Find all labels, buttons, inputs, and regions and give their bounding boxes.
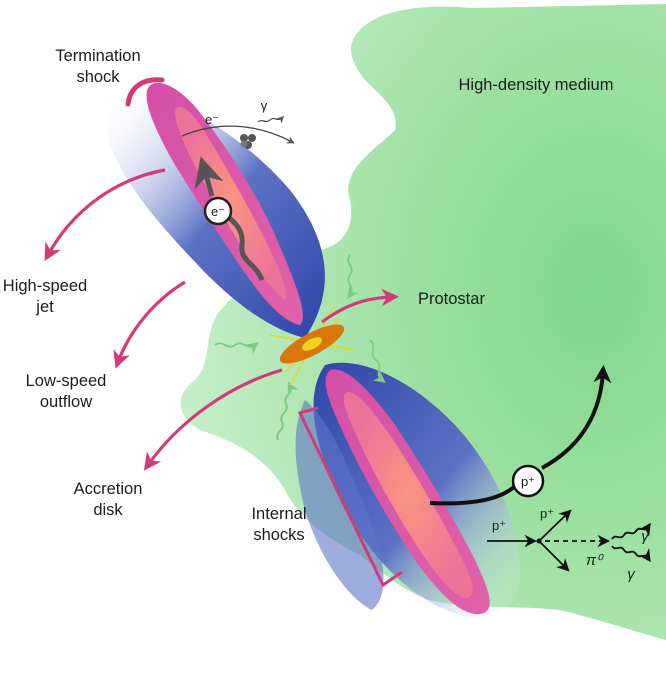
upper-jet-knots <box>175 106 286 300</box>
high-speed-jet-label-2: jet <box>35 298 54 316</box>
lower-jet-knots <box>343 392 473 598</box>
proton-circle <box>511 464 545 498</box>
low-speed-outflow-arrow <box>113 280 186 369</box>
pion-symbol: π⁰ <box>586 552 604 569</box>
electron-track <box>194 156 265 282</box>
proton-symbol-circle: p⁺ <box>521 474 535 489</box>
internal-shocks-bracket <box>297 406 403 588</box>
internal-shocks-label-1: Internal <box>251 505 306 523</box>
low-speed-outflow-label-1: Low-speed <box>26 372 107 390</box>
high-speed-jet-arrow <box>44 168 166 262</box>
proton-track <box>429 364 612 506</box>
gamma-symbol-upper: γ <box>641 528 650 545</box>
protostar-label: Protostar <box>418 290 485 308</box>
protostar-arrow <box>321 288 400 324</box>
pion-decay-diagram <box>487 509 651 572</box>
accretion-disk-label-1: Accretion <box>74 480 143 498</box>
gamma-symbol-lower: γ <box>627 566 636 583</box>
electron-symbol-circle: e⁻ <box>211 204 225 219</box>
electron-circle <box>203 196 233 226</box>
termination-shock-label-2: shock <box>76 68 120 86</box>
high-density-medium-label: High-density medium <box>459 76 614 94</box>
high-speed-jet-label-1: High-speed <box>3 277 87 295</box>
internal-shocks-label-2: shocks <box>253 526 304 544</box>
nucleus-icon <box>240 134 256 149</box>
pink-arrows <box>44 168 400 471</box>
accretion-disk-arrow <box>143 368 283 471</box>
protostar <box>302 337 322 351</box>
electron-symbol-top: e⁻ <box>205 112 219 127</box>
inverse-compton <box>181 115 295 149</box>
proton-symbol-incoming: p⁺ <box>492 518 506 533</box>
low-speed-outflow-label-2: outflow <box>40 393 92 411</box>
termination-shock-cap <box>125 77 165 107</box>
gamma-symbol-top: γ <box>261 98 268 113</box>
proton-symbol-outgoing: p⁺ <box>540 506 554 521</box>
accretion-disk-label-2: disk <box>93 501 123 519</box>
green-waves <box>214 254 386 441</box>
termination-shock-label-1: Termination <box>55 47 140 65</box>
protostar-system <box>269 304 356 386</box>
